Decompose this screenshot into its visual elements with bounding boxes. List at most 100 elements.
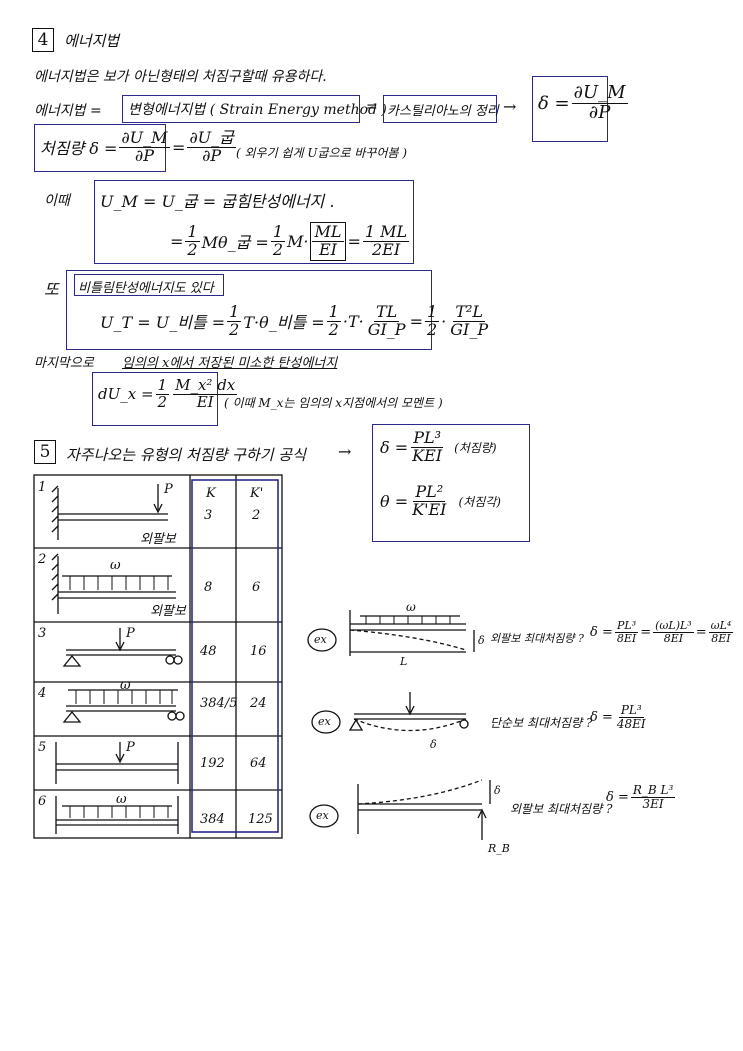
k-value: 384/5 xyxy=(200,696,238,711)
torsion-title: 비틀림탄성에너지도 있다 xyxy=(78,281,214,296)
case-load: ω xyxy=(110,558,121,573)
deflection-box xyxy=(34,124,166,172)
case-number: 4 xyxy=(38,686,47,701)
torsion-frac4-num: 1 xyxy=(424,302,440,322)
castigliano-den: ∂P xyxy=(588,101,611,123)
torsion-frac5-num: T²L xyxy=(453,302,486,322)
deflection-den2: ∂P xyxy=(202,145,222,165)
kp-value: 24 xyxy=(250,696,267,711)
case-load: P xyxy=(164,482,173,497)
deflection-note: ( 외우기 쉽게 U굽으로 바꾸어봄 ) xyxy=(236,146,408,160)
k-value: 3 xyxy=(204,508,213,523)
ex1-f2-num: (ωL)L³ xyxy=(653,619,694,633)
formula-theta-num: PL² xyxy=(413,482,446,502)
table-header-kp: K' xyxy=(250,486,264,501)
deflection-formula: 처짐량 δ = ∂U_M ∂P xyxy=(40,128,172,165)
ex3-f1-den: 3EI xyxy=(642,796,664,811)
formula-box xyxy=(372,424,530,542)
ex1-delta: δ xyxy=(478,634,485,647)
ex1-f3-num: ωL⁴ xyxy=(708,619,734,633)
formula-delta-den: KEI xyxy=(412,445,443,465)
ex-tag: ex xyxy=(318,715,331,728)
ex1-f1-den: 8EI xyxy=(616,631,637,645)
ex2-f1-den: 48EI xyxy=(616,716,646,731)
ex2-delta: δ xyxy=(430,738,437,751)
case-number: 2 xyxy=(38,552,47,567)
ex3-reaction: R_B xyxy=(488,842,510,855)
lastly-text: 임의의 x에서 저장된 미소한 탄성에너지 xyxy=(122,356,338,371)
ex1-text: 외팔보 최대처짐량 ? xyxy=(490,632,584,645)
formula-theta-note: (처짐각) xyxy=(458,494,501,509)
section-4-title: 에너지법 xyxy=(64,32,120,50)
k-value: 384 xyxy=(200,812,225,827)
kp-value: 6 xyxy=(252,580,261,595)
formula-theta-den: K'EI xyxy=(412,499,447,519)
table-header-k: K xyxy=(206,486,216,501)
ex1-f2-den: 8EI xyxy=(663,631,684,645)
torsion-frac4-den: 2 xyxy=(426,319,438,339)
ex1-f1-num: PL³ xyxy=(614,619,639,633)
deflection-den: ∂P xyxy=(134,145,154,165)
torsion-frac3-num: TL xyxy=(373,302,400,322)
arrow-1: → xyxy=(503,97,517,116)
ex3-lhs: δ = xyxy=(606,789,629,805)
deflection-formula-2: = ∂U_굽 ∂P xyxy=(172,129,238,165)
bending-line-1: U_M = U_굽 = 굽힘탄성에너지 . xyxy=(100,192,335,211)
strain-energy-text: 변형에너지법 ( Strain Energy method ) xyxy=(128,102,387,118)
energy-method-label: 에너지법 = xyxy=(34,103,102,119)
section-4-number: 4 xyxy=(32,28,54,52)
castigliano-text: 카스틸리아노의 정리 xyxy=(387,104,499,119)
section-5-title: 자주나오는 유형의 처짐량 구하기 공식 xyxy=(66,446,306,464)
micro-frac2-num: M_x² dx xyxy=(173,376,238,395)
formula-delta-num: PL³ xyxy=(411,428,443,448)
bending-frac2-num: 1 xyxy=(270,222,286,242)
formula-delta-note: (처짐량) xyxy=(454,440,497,455)
kp-value: 16 xyxy=(250,644,267,659)
case-number: 6 xyxy=(38,794,47,809)
formula-theta-lhs: θ = xyxy=(380,491,409,511)
torsion-frac2-den: 2 xyxy=(328,319,339,339)
kp-value: 2 xyxy=(252,508,261,523)
bending-energy-box xyxy=(94,180,414,264)
strain-energy-box xyxy=(122,95,360,123)
case-number: 3 xyxy=(38,626,47,641)
micro-frac1-den: 2 xyxy=(157,392,168,411)
bending-frac1-num: 1 xyxy=(185,222,200,242)
ex3-f1-num: R_B L³ xyxy=(630,783,676,798)
torsion-eq-a: U_T = U_비틀 = xyxy=(100,313,226,333)
castigliano-formula: δ = ∂U_M ∂P xyxy=(538,83,630,123)
equals-sign: = xyxy=(366,99,378,115)
ex3-text: 외팔보 최대처짐량 ? xyxy=(510,802,613,816)
case-load: P xyxy=(126,626,135,641)
torsion-energy-box xyxy=(66,270,432,350)
ex1-f3-den: 8EI xyxy=(711,631,731,645)
bending-frac4-num: 1 ML xyxy=(362,222,410,242)
ex1-span: L xyxy=(400,655,408,668)
torsion-eq-b: T·θ_비틀 = xyxy=(243,313,325,333)
deflection-num: ∂U_M xyxy=(119,128,170,148)
torsion-frac2-num: 1 xyxy=(326,302,341,322)
castigliano-formula-box xyxy=(532,76,608,142)
torsion-frac1-den: 2 xyxy=(229,319,240,339)
case-note: 외팔보 xyxy=(140,532,176,547)
bending-eq-a: = xyxy=(170,231,184,251)
also-label: 또 xyxy=(44,280,59,299)
bending-frac1-den: 2 xyxy=(187,239,198,259)
ex1-load: ω xyxy=(406,600,416,614)
bending-frac3-num: ML xyxy=(312,222,344,242)
bending-eq-b: Mθ_굽 = xyxy=(201,233,269,253)
then-label: 이때 xyxy=(44,193,70,209)
k-value: 48 xyxy=(200,644,217,659)
case-load: ω xyxy=(116,792,127,807)
ex2-text: 단순보 최대처짐량 ? xyxy=(490,716,593,730)
case-load: ω xyxy=(120,678,131,693)
ex3-delta: δ xyxy=(494,784,501,797)
k-value: 192 xyxy=(200,756,225,771)
torsion-eq-c: ·T· xyxy=(342,311,364,331)
